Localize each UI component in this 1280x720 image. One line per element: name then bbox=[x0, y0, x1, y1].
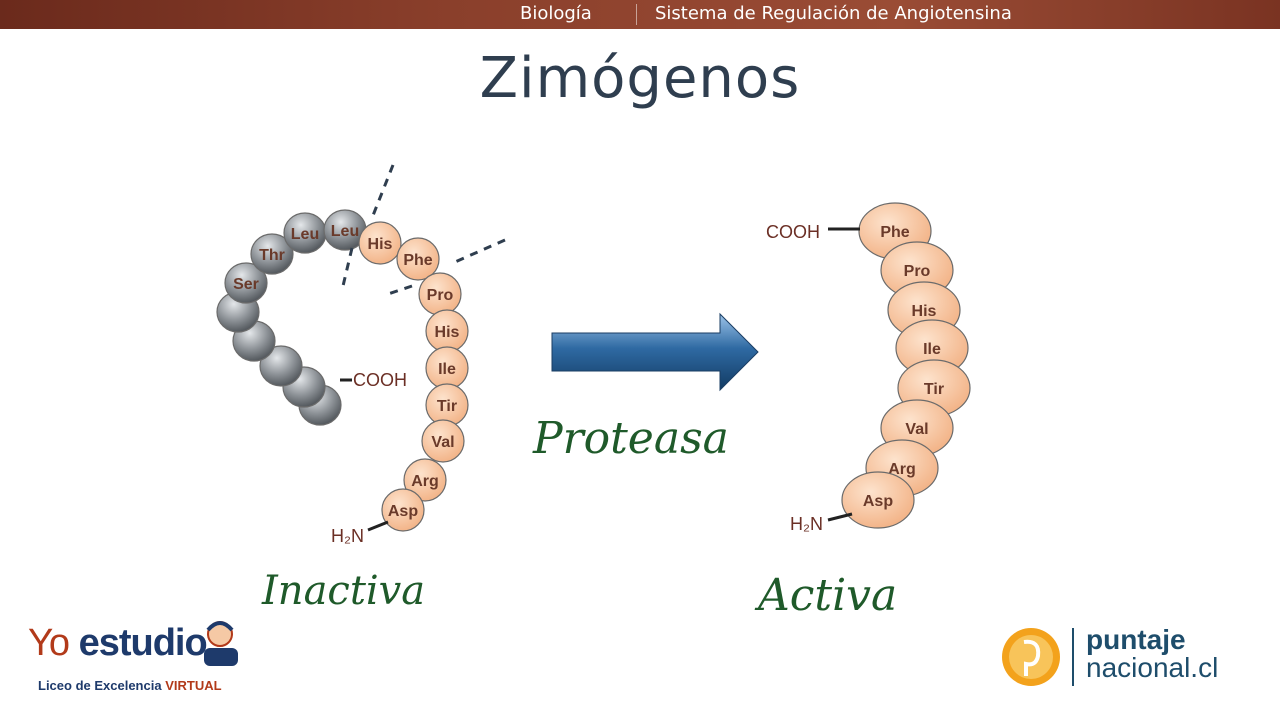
residue-label: Tir bbox=[437, 398, 457, 415]
cleavage-marks bbox=[341, 164, 506, 296]
inactive-residue-bead: Arg bbox=[403, 458, 447, 502]
top-header-bar: Biología Sistema de Regulación de Angiot… bbox=[0, 0, 1280, 29]
topic-label: Sistema de Regulación de Angiotensina bbox=[655, 3, 1012, 24]
residue-label: Leu bbox=[291, 226, 319, 243]
inactive-residue-bead: Asp bbox=[381, 488, 425, 532]
residue-label: His bbox=[435, 324, 460, 341]
nterm-bond bbox=[367, 520, 389, 532]
inactive-residue-bead: Ile bbox=[425, 346, 469, 390]
residue-label: Thr bbox=[259, 247, 285, 264]
puntaje-nacional-emblem-icon bbox=[1002, 628, 1060, 686]
inactive-residue-bead: His bbox=[358, 221, 402, 265]
residue-label: Val bbox=[431, 434, 454, 451]
header-separator bbox=[636, 4, 637, 25]
protease-label: Proteasa bbox=[532, 413, 729, 464]
active-label: Activa bbox=[754, 570, 897, 621]
logo-nacional: nacional.cl bbox=[1086, 652, 1219, 683]
active-cooh-label: COOH bbox=[766, 222, 820, 242]
active-nterm-bond bbox=[827, 512, 853, 522]
residue-label: Ile bbox=[438, 361, 456, 378]
logo-puntaje: puntaje bbox=[1086, 624, 1186, 655]
logo-divider bbox=[1072, 628, 1074, 686]
subject-label: Biología bbox=[520, 3, 592, 24]
residue-label: Ser bbox=[233, 276, 259, 293]
yo-estudio-logo: Yo estudio Liceo de Excelencia VIRTUAL bbox=[28, 621, 248, 702]
inactive-residue-bead: His bbox=[425, 309, 469, 353]
inactive-residue-bead: Tir bbox=[425, 383, 469, 427]
active-residue-bead: Ile bbox=[895, 319, 969, 377]
inactive-residue-bead: Pro bbox=[418, 272, 462, 316]
logo-sub-2: VIRTUAL bbox=[165, 678, 222, 693]
residue-label: Asp bbox=[863, 493, 893, 510]
logo-sub-1: Liceo de Excelencia bbox=[38, 678, 162, 693]
gray-residue-bead: Leu bbox=[323, 209, 367, 251]
active-residue-bead: Asp bbox=[841, 471, 915, 529]
logo-yo: Yo bbox=[28, 622, 70, 664]
inactive-cooh-label: COOH bbox=[353, 370, 407, 390]
residue-label: Ile bbox=[923, 341, 941, 358]
residue-label: His bbox=[912, 303, 937, 320]
residue-label: His bbox=[368, 236, 393, 253]
residue-label: Leu bbox=[331, 223, 359, 240]
student-mascot-icon bbox=[204, 621, 238, 666]
right-arrow-icon bbox=[551, 312, 759, 392]
residue-label: Asp bbox=[388, 503, 418, 520]
residue-label: Arg bbox=[888, 461, 916, 478]
gray-residue-bead: Leu bbox=[283, 212, 327, 254]
residue-label: Phe bbox=[880, 224, 909, 241]
residue-label: Tir bbox=[924, 381, 944, 398]
puntaje-nacional-logo: puntaje nacional.cl bbox=[1000, 624, 1250, 690]
residue-label: Arg bbox=[411, 473, 439, 490]
gray-residue-bead: Thr bbox=[250, 233, 294, 275]
residue-label: Pro bbox=[904, 263, 931, 280]
inactive-label: Inactiva bbox=[261, 568, 425, 614]
residue-label: Val bbox=[905, 421, 928, 438]
residue-label: Phe bbox=[403, 252, 432, 269]
inactive-nterm-label: H₂N bbox=[331, 526, 364, 546]
inactive-residue-bead: Phe bbox=[396, 237, 440, 281]
active-nterm-label: H₂N bbox=[790, 514, 823, 534]
logo-estudio: estudio bbox=[78, 622, 208, 664]
residue-label: Pro bbox=[427, 287, 454, 304]
inactive-residue-bead: Val bbox=[421, 419, 465, 463]
gray-residue-bead bbox=[259, 345, 303, 387]
page-title: Zimógenos bbox=[479, 46, 801, 111]
gray-residue-bead: Ser bbox=[224, 262, 268, 304]
